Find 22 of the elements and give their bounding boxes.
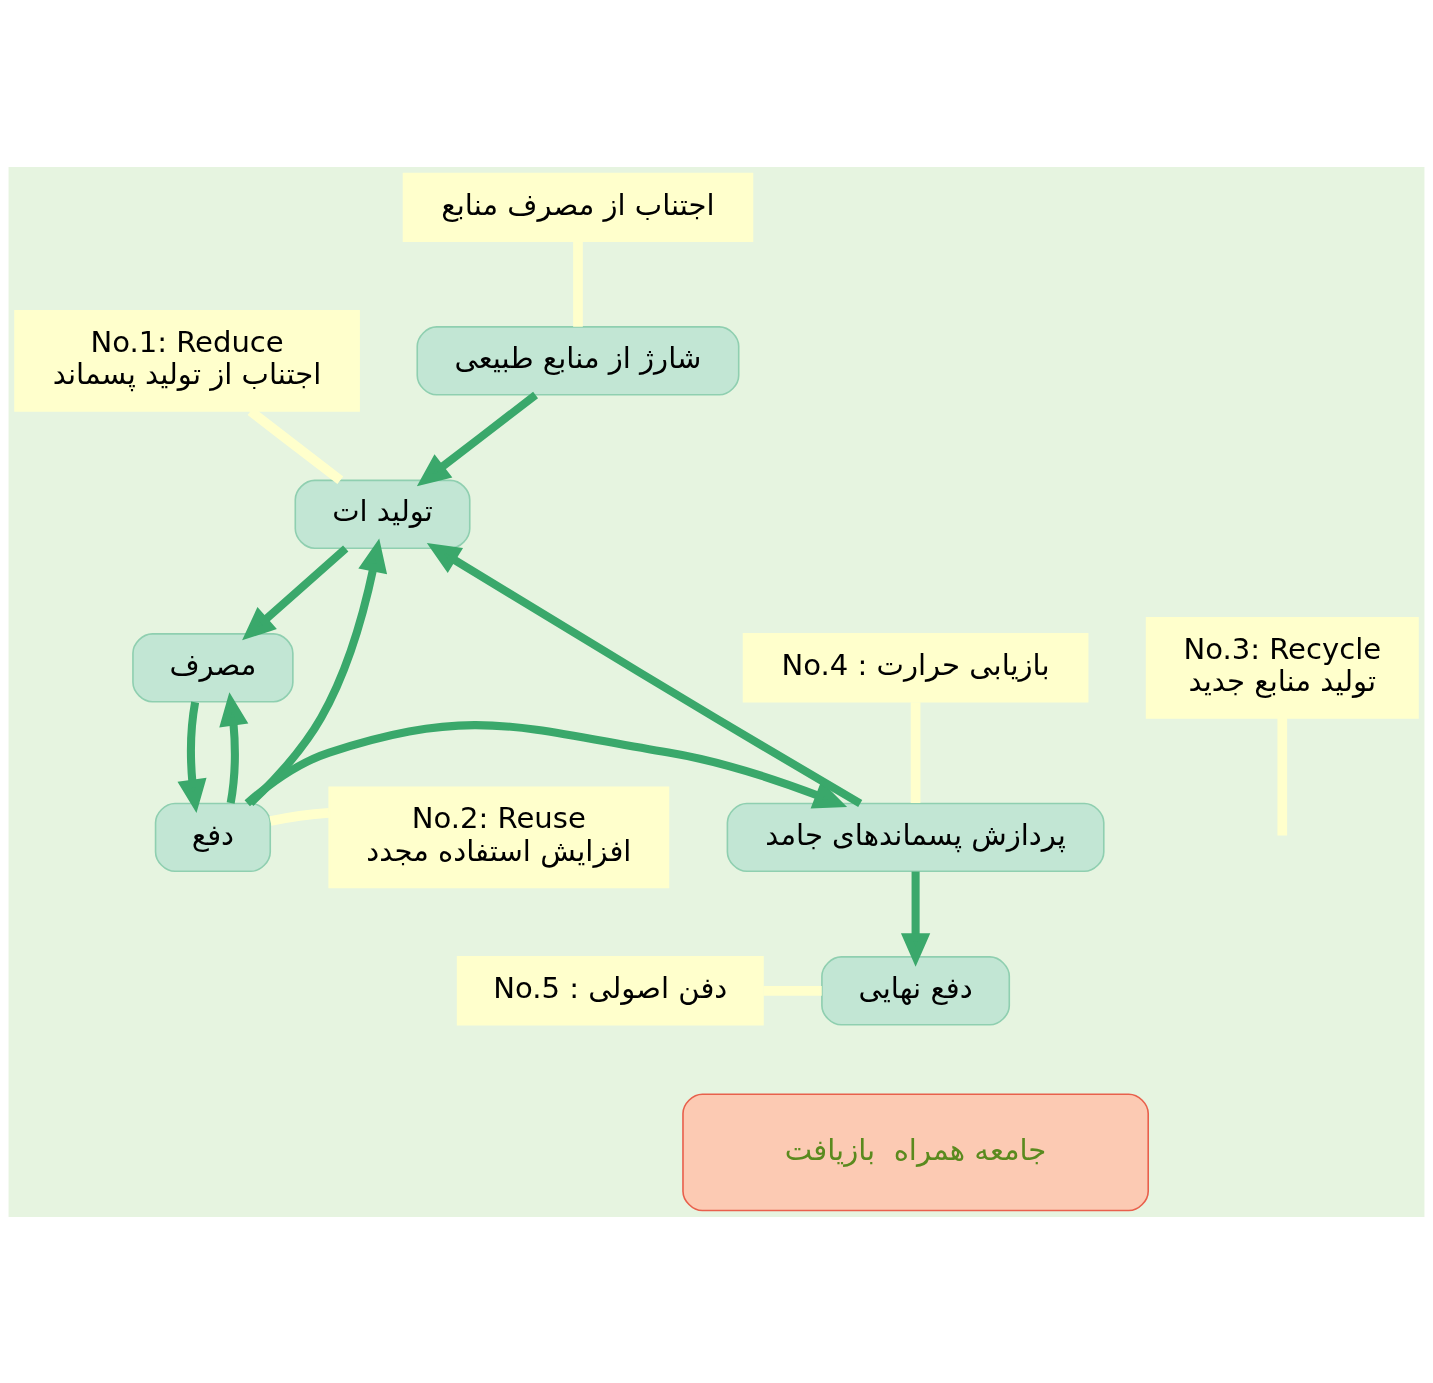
connector <box>269 807 330 826</box>
node-box: دفع نهایی <box>821 955 1011 1026</box>
arrow <box>242 545 349 640</box>
node-box: No.4 : بازیابی حرارت <box>742 632 1089 702</box>
arrow <box>177 701 207 813</box>
node-box: جامعه همراه بازیافت <box>682 1092 1149 1211</box>
node-box: تولید ات <box>294 479 471 549</box>
arrow <box>219 691 249 804</box>
connector <box>573 241 583 327</box>
arrow <box>416 391 539 486</box>
node-box: شارژ از منابع طبیعی <box>416 325 740 396</box>
connector <box>763 985 822 996</box>
node-box: No.5 : دفن اصولی <box>456 955 764 1026</box>
arrow <box>244 720 848 808</box>
arrow <box>426 542 863 807</box>
node-box: پردازش پسماندهای جامد <box>726 802 1105 872</box>
arrow <box>900 871 931 967</box>
node-box: دفع <box>154 802 272 872</box>
node-box: اجتناب از مصرف منابع <box>402 172 754 242</box>
connector <box>910 701 921 803</box>
node-box: مصرف <box>132 632 294 702</box>
connector <box>1277 717 1288 836</box>
